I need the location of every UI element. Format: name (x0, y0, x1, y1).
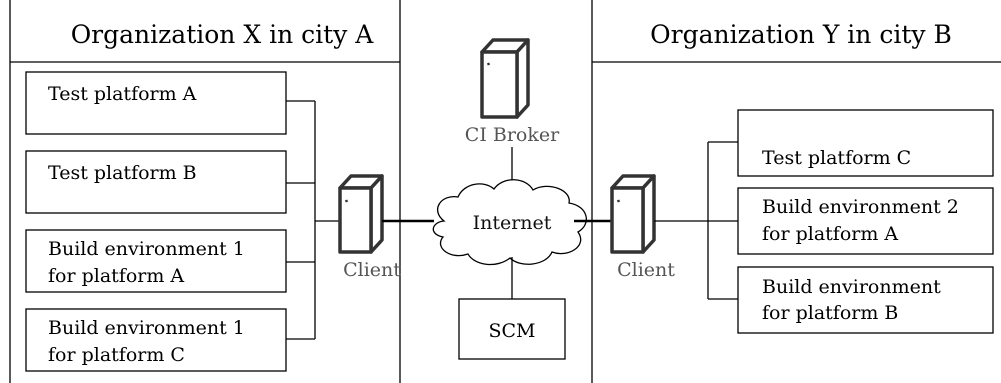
ci-broker-server-icon (480, 38, 530, 119)
box-label-line: Build environment 2 (762, 196, 959, 218)
box-label-line: for platform B (762, 302, 898, 324)
org-y-client-server-icon (610, 174, 656, 254)
org-y-box-test-platform-c: Test platform C (737, 109, 994, 177)
box-label-line: Build environment 1 (48, 317, 245, 339)
internet-label: Internet (473, 212, 552, 234)
box-label-line: Build environment (762, 276, 941, 298)
box-label-line: Build environment 1 (48, 238, 245, 260)
org-x-connectors (286, 100, 340, 340)
org-x-panel: Organization X in city A (9, 0, 401, 383)
box-label-line: for platform A (48, 265, 184, 287)
org-y-panel: Organization Y in city B (591, 0, 1001, 383)
box-label-line: Test platform B (48, 162, 197, 184)
ci-broker-label: CI Broker (465, 124, 560, 146)
org-x-client-label: Client (343, 259, 401, 281)
org-x-box-build-env-1-platform-c: Build environment 1 for platform C (25, 308, 287, 372)
org-x-client-server-icon (338, 174, 384, 254)
org-x-box-test-platform-a: Test platform A (25, 71, 287, 135)
scm-box: SCM (458, 298, 566, 360)
org-x-box-test-platform-b: Test platform B (25, 150, 287, 214)
org-y-box-build-env-2-platform-a: Build environment 2 for platform A (737, 187, 994, 255)
box-label-line: for platform C (48, 344, 185, 366)
org-y-title: Organization Y in city B (650, 20, 952, 49)
box-label-line: Test platform A (48, 83, 197, 105)
org-x-box-build-env-1-platform-a: Build environment 1 for platform A (25, 229, 287, 293)
org-y-client-label: Client (617, 259, 675, 281)
scm-label: SCM (488, 320, 535, 342)
org-y-box-build-env-platform-b: Build environment for platform B (737, 266, 994, 334)
org-x-title: Organization X in city A (71, 20, 375, 49)
internet-cloud-icon (432, 179, 587, 266)
box-label-line: Test platform C (762, 147, 911, 169)
org-y-connectors (654, 141, 738, 300)
box-label-line: for platform A (762, 223, 898, 245)
